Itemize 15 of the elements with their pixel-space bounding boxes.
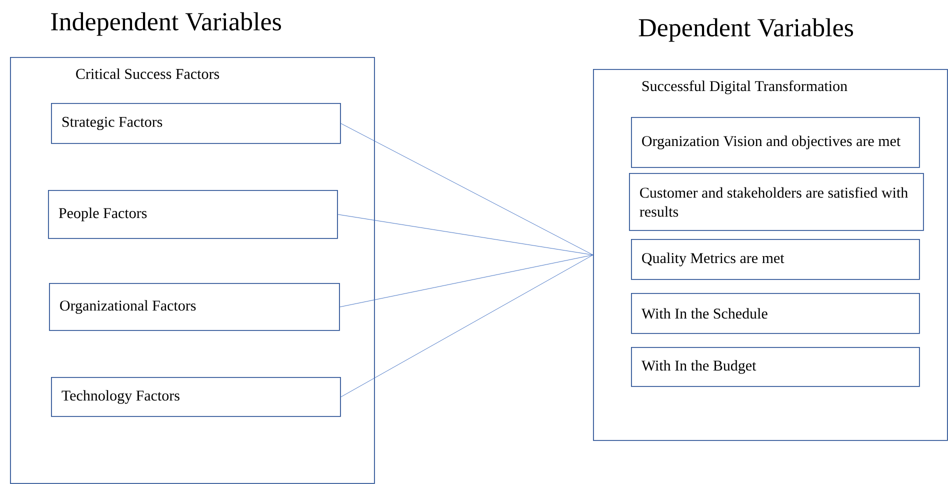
factor-box: Organizational Factors	[49, 283, 340, 331]
factor-box: Organization Vision and objectives are met	[631, 117, 920, 168]
factor-box: Technology Factors	[51, 377, 341, 417]
factor-box: People Factors	[48, 190, 338, 239]
heading: Independent Variables	[51, 12, 281, 36]
heading: Dependent Variables	[638, 18, 854, 42]
factor-box: With In the Budget	[631, 347, 920, 387]
factor-box: With In the Schedule	[631, 293, 920, 334]
connector-line	[338, 214, 594, 256]
connector-line	[340, 254, 594, 398]
factor-box: Strategic Factors	[51, 103, 341, 144]
connector-line	[340, 254, 594, 308]
factor-box: Customer and stakeholders are satisfied with results	[629, 173, 924, 231]
factor-box: Quality Metrics are met	[631, 239, 920, 280]
connector-line	[340, 123, 594, 256]
